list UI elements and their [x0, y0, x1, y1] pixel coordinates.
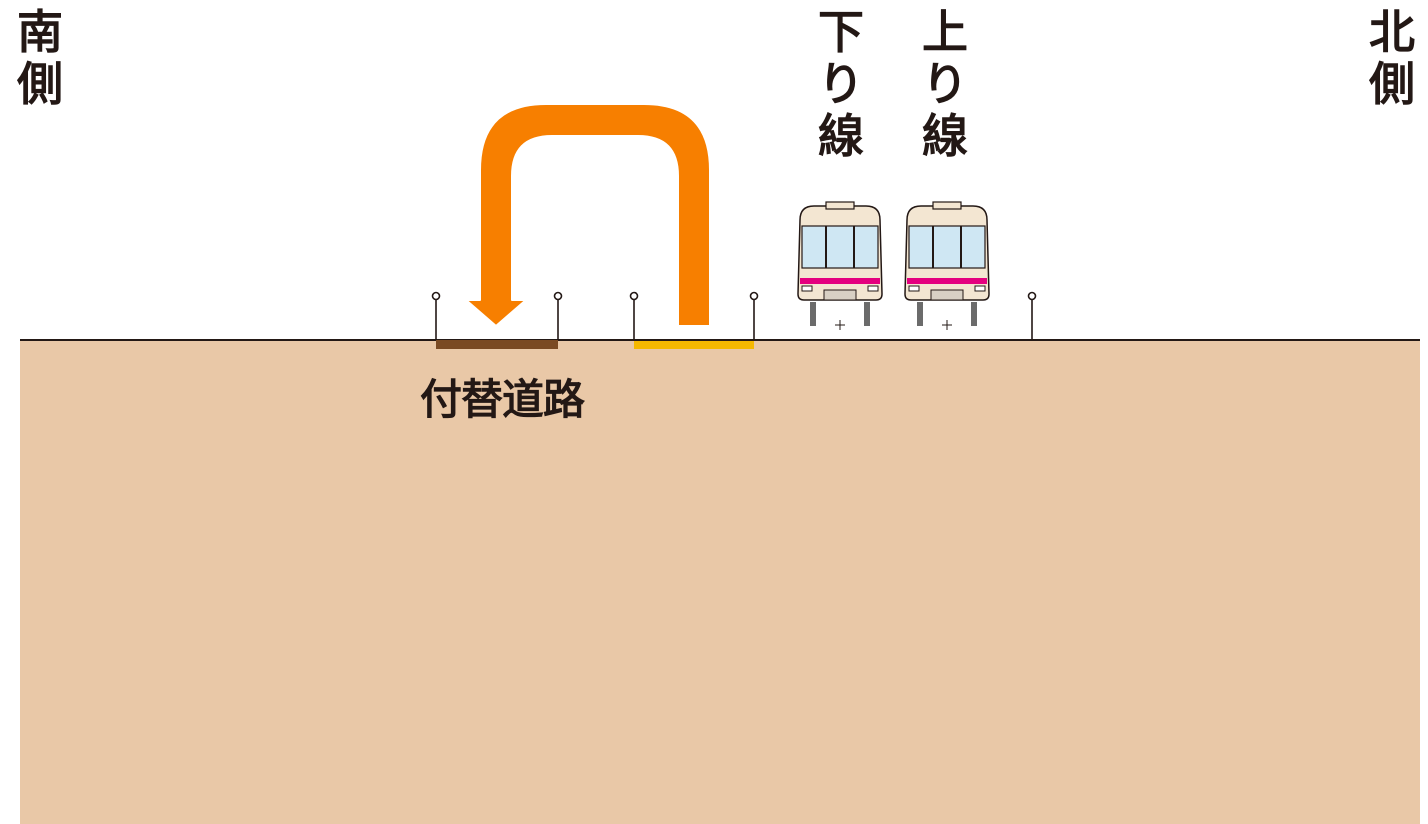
fence-post-icon: [629, 291, 639, 340]
fence-post-icon: [1027, 291, 1037, 340]
train-front-icon: [904, 201, 990, 330]
detour-road-surface: [436, 340, 558, 349]
train-front-icon: [797, 201, 883, 330]
south-side-label: 南 側: [17, 5, 63, 111]
ground-area: [20, 340, 1420, 824]
fence-post-icon: [749, 291, 759, 340]
u-turn-arrow-icon: [465, 103, 711, 327]
fence-post-icon: [431, 291, 441, 340]
detour-road-label: 付替道路: [420, 375, 585, 424]
existing-road-surface: [634, 341, 754, 349]
up-line-label: 上 り 線: [922, 5, 968, 163]
down-line-label: 下 り 線: [818, 5, 864, 163]
north-side-label: 北 側: [1369, 5, 1415, 111]
fence-post-icon: [553, 291, 563, 340]
